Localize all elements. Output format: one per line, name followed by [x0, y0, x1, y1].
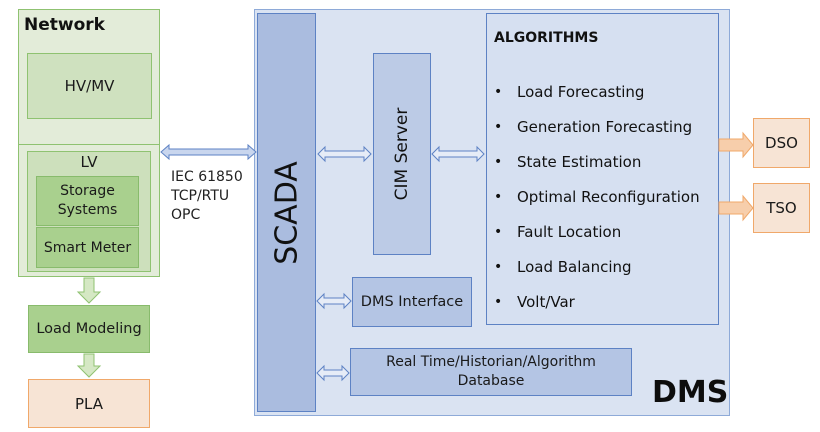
- pla-block: PLA: [28, 379, 150, 428]
- dms-label: DMS: [652, 375, 729, 410]
- algorithm-item: • Load Forecasting: [492, 80, 700, 115]
- network-divider: [18, 144, 160, 145]
- smart-meter-block: Smart Meter: [36, 227, 139, 268]
- scada-label: SCADA: [269, 160, 304, 265]
- algorithm-item: • State Estimation: [492, 150, 700, 185]
- algorithm-item: • Optimal Reconfiguration: [492, 185, 700, 220]
- algorithm-label: Volt/Var: [517, 293, 575, 311]
- protocol-opc: OPC: [171, 207, 201, 223]
- protocol-label: IEC 61850 TCP/RTU OPC: [171, 168, 243, 225]
- bullet-icon: •: [494, 224, 503, 240]
- database-label-line1: Real Time/Historian/Algorithm: [386, 354, 596, 370]
- dso-block: DSO: [753, 118, 810, 168]
- bullet-icon: •: [494, 119, 503, 135]
- algorithm-label: State Estimation: [517, 153, 642, 171]
- algorithm-label: Fault Location: [517, 223, 622, 241]
- protocol-iec: IEC 61850: [171, 169, 243, 185]
- bullet-icon: •: [494, 84, 503, 100]
- bullet-icon: •: [494, 189, 503, 205]
- load-modeling-block: Load Modeling: [28, 305, 150, 353]
- algorithm-item: • Generation Forecasting: [492, 115, 700, 150]
- algorithms-list: • Load Forecasting • Generation Forecastin…: [492, 80, 700, 325]
- algorithm-label: Load Forecasting: [517, 83, 645, 101]
- bullet-icon: •: [494, 259, 503, 275]
- algorithms-block: [486, 13, 719, 325]
- dms-interface-block: DMS Interface: [352, 277, 472, 327]
- hv-mv-block: HV/MV: [27, 53, 152, 119]
- database-block: Real Time/Historian/Algorithm Database: [350, 348, 632, 396]
- lv-loadmodeling-arrow-icon: [76, 277, 102, 304]
- database-label-line2: Database: [457, 373, 525, 389]
- lv-label: LV: [80, 153, 98, 171]
- storage-systems-label: Storage Systems: [57, 183, 118, 218]
- bullet-icon: •: [494, 294, 503, 310]
- algorithm-item: • Fault Location: [492, 220, 700, 255]
- tso-block: TSO: [753, 183, 810, 233]
- cim-server-block: CIM Server: [373, 53, 431, 255]
- algorithm-label: Optimal Reconfiguration: [517, 188, 700, 206]
- algorithm-label: Load Balancing: [517, 258, 632, 276]
- scada-block: SCADA: [257, 13, 316, 412]
- network-scada-double-arrow-icon: [160, 143, 257, 161]
- protocol-tcp: TCP/RTU: [171, 188, 230, 204]
- bullet-icon: •: [494, 154, 503, 170]
- network-title: Network: [24, 15, 105, 35]
- loadmodeling-pla-arrow-icon: [76, 353, 102, 378]
- cim-server-label: CIM Server: [392, 107, 412, 201]
- storage-systems-block: Storage Systems: [36, 176, 139, 226]
- algorithm-item: • Load Balancing: [492, 255, 700, 290]
- algorithm-item: • Volt/Var: [492, 290, 700, 325]
- algorithms-title: ALGORITHMS: [494, 30, 599, 46]
- algorithm-label: Generation Forecasting: [517, 118, 693, 136]
